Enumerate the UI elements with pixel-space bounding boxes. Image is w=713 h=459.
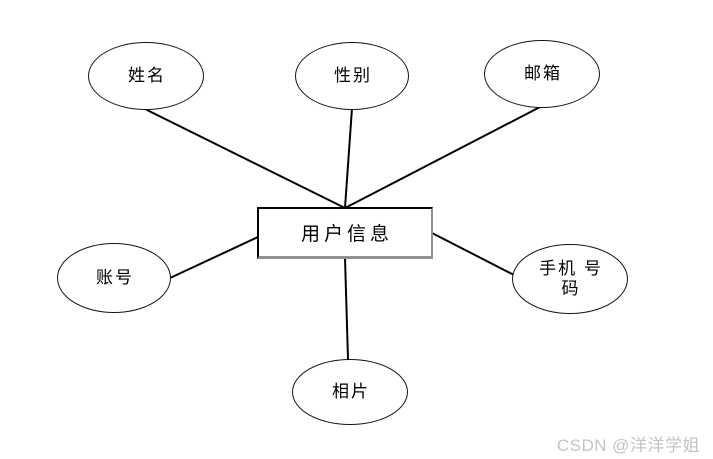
attribute-phone-label-line2: 码 — [561, 279, 581, 298]
attribute-phone-label-line1: 手机 号 — [539, 259, 603, 278]
watermark-csdn: CSDN @洋洋学姐 — [556, 436, 700, 455]
attribute-photo-label: 相片 — [332, 382, 370, 401]
entity-user-info-label: 用户信息 — [300, 224, 393, 245]
connector-gender-to-entity — [344, 107, 353, 209]
attribute-name: 姓名 — [88, 42, 204, 110]
attribute-email-label: 邮箱 — [524, 64, 562, 83]
attribute-email: 邮箱 — [484, 40, 600, 108]
connector-photo-to-entity — [344, 257, 349, 360]
attribute-account-label: 账号 — [96, 268, 134, 287]
attribute-gender: 性别 — [295, 42, 409, 110]
connector-account-to-entity — [169, 236, 259, 279]
connector-phone-to-entity — [431, 232, 515, 276]
attribute-photo: 相片 — [292, 359, 408, 425]
entity-user-info: 用户信息 — [257, 207, 433, 259]
connector-name-to-entity — [146, 109, 346, 209]
attribute-account: 账号 — [57, 243, 171, 313]
attribute-phone: 手机 号 码 — [512, 244, 628, 314]
attribute-name-label: 姓名 — [128, 66, 166, 85]
connector-email-to-entity — [344, 106, 541, 209]
attribute-gender-label: 性别 — [334, 66, 372, 85]
